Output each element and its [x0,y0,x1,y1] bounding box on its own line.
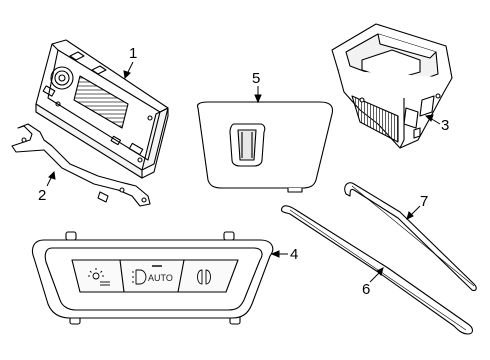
auto-button-label: AUTO [148,273,173,283]
part-5-cover-plate [196,101,334,193]
callout-3: 3 [441,117,449,134]
callout-2: 2 [38,187,46,204]
part-2-bracket [11,123,151,207]
callout-6: 6 [362,281,370,298]
callout-leaders [46,61,441,283]
part-1-control-module [35,39,169,179]
sun-headlight-icon [88,268,110,286]
part-4-switch-panel: AUTO [31,231,274,325]
fog-light-icon [197,269,211,285]
headlight-auto-icon [132,265,162,285]
callout-4: 4 [290,246,298,263]
part-7-hook-rod [344,182,477,292]
callout-5: 5 [252,70,260,87]
part-6-trim-strip [280,205,474,335]
callout-7: 7 [420,193,428,210]
part-3-housing [331,23,453,149]
callout-1: 1 [129,45,137,62]
